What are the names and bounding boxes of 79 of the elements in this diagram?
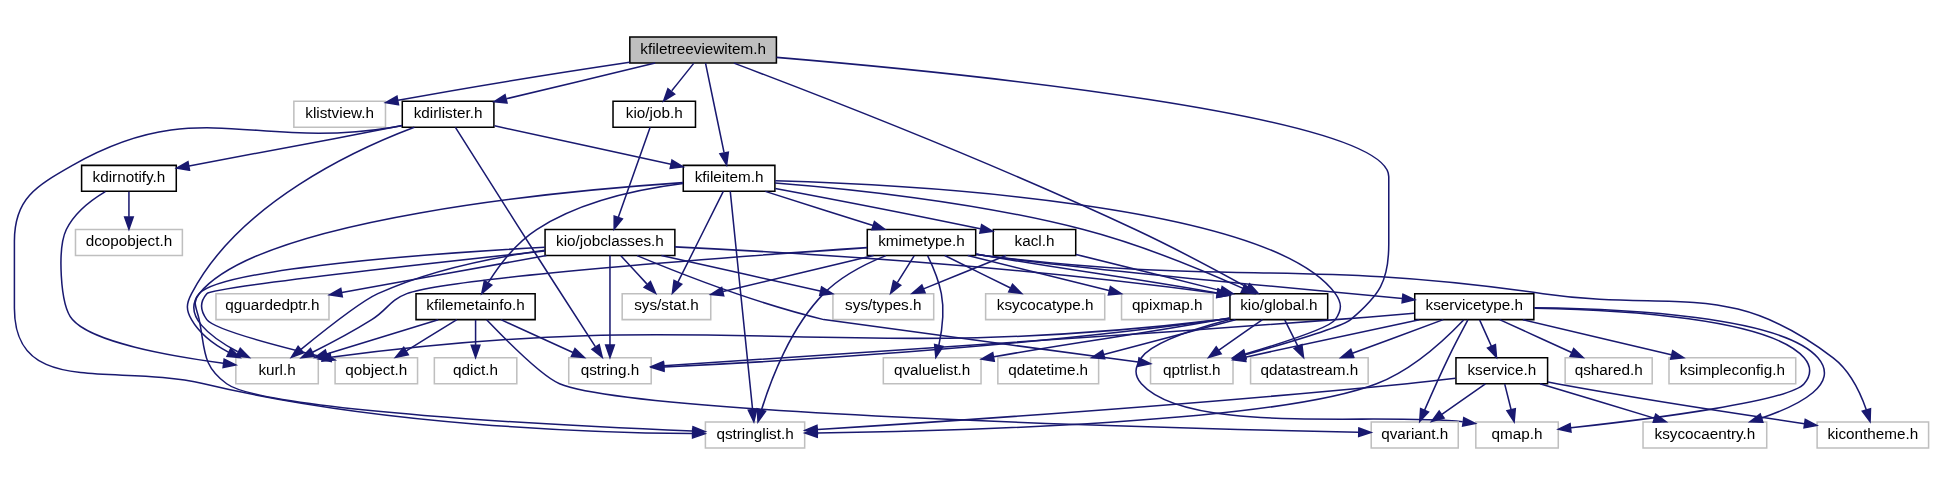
node-box: qstring.h bbox=[567, 357, 652, 385]
arrow bbox=[383, 61, 631, 106]
node-box: sys/stat.h bbox=[621, 292, 712, 321]
arrow bbox=[604, 254, 616, 360]
arrow bbox=[500, 318, 587, 359]
node-box: kicontheme.h bbox=[1816, 421, 1930, 449]
node-box: ksimpleconfig.h bbox=[1668, 357, 1797, 385]
node-box: kmimetype.h bbox=[866, 228, 977, 257]
node-box: qguardedptr.h bbox=[215, 292, 330, 321]
arrow bbox=[327, 254, 548, 298]
node-box: kservicetype.h bbox=[1413, 292, 1535, 321]
arrow bbox=[802, 377, 1457, 435]
node-box: qvariant.h bbox=[1370, 421, 1460, 449]
arrow bbox=[674, 246, 1232, 299]
arrow bbox=[660, 254, 835, 297]
node-box: dcopobject.h bbox=[74, 228, 184, 257]
node-box: ksycocaentry.h bbox=[1642, 421, 1768, 449]
arrow bbox=[774, 187, 995, 234]
node-box: qobject.h bbox=[334, 357, 419, 385]
arrow bbox=[620, 255, 658, 296]
arrow bbox=[944, 254, 1024, 295]
arrow bbox=[975, 253, 1872, 424]
node-box: kservice.h bbox=[1455, 357, 1549, 385]
arrow bbox=[1338, 318, 1445, 359]
arrow bbox=[613, 126, 651, 232]
node-box: kio/job.h bbox=[612, 100, 697, 128]
node-box: kdirlister.h bbox=[401, 100, 495, 128]
arrow bbox=[393, 318, 458, 359]
node-box: kfilemetainfo.h bbox=[415, 292, 536, 321]
arrow bbox=[966, 254, 1124, 296]
arrow bbox=[729, 190, 758, 425]
node-box: qdict.h bbox=[433, 357, 518, 385]
arrow bbox=[60, 190, 239, 369]
arrow bbox=[480, 182, 684, 296]
arrow bbox=[1089, 318, 1237, 360]
arrow bbox=[975, 253, 1232, 299]
node-box: kacl.h bbox=[992, 228, 1077, 257]
arrow bbox=[764, 190, 887, 231]
node-box: qvaluelist.h bbox=[882, 357, 982, 385]
node-box: kfileitem.h bbox=[682, 164, 776, 193]
arrow bbox=[1418, 319, 1469, 424]
arrow bbox=[756, 254, 887, 424]
node-box: qshared.h bbox=[1564, 357, 1653, 385]
arrow bbox=[704, 62, 730, 168]
arrow bbox=[491, 62, 656, 104]
arrow bbox=[123, 190, 135, 232]
arrow bbox=[708, 254, 875, 297]
node-box: qdatastream.h bbox=[1249, 357, 1369, 385]
arrow bbox=[1503, 383, 1517, 424]
arrow bbox=[1498, 318, 1586, 359]
node-box: qstringlist.h bbox=[704, 421, 806, 449]
arrow bbox=[1429, 383, 1487, 423]
node-box: qptrlist.h bbox=[1149, 357, 1234, 385]
arrow bbox=[454, 126, 604, 360]
arrow bbox=[975, 253, 1417, 304]
arrow bbox=[662, 62, 695, 103]
node-box: qpixmap.h bbox=[1120, 292, 1214, 321]
arrow bbox=[1478, 319, 1498, 360]
arrow bbox=[1539, 383, 1669, 424]
arrow bbox=[1547, 381, 1820, 429]
arrow bbox=[671, 190, 725, 296]
arrow bbox=[979, 317, 1231, 363]
node-box: qmap.h bbox=[1475, 421, 1560, 449]
arrow bbox=[1283, 319, 1305, 360]
node-box: kio/global.h bbox=[1229, 292, 1329, 321]
node-box: ksycocatype.h bbox=[984, 292, 1106, 321]
node-box: klistview.h bbox=[293, 100, 387, 128]
arrow bbox=[470, 319, 481, 360]
node-box: kfiletreeviewitem.h bbox=[629, 36, 778, 64]
arrow bbox=[910, 254, 1007, 295]
node-box: qdatetime.h bbox=[997, 357, 1100, 385]
arrow bbox=[1522, 318, 1686, 360]
node-box: kurl.h bbox=[235, 357, 320, 385]
arrow bbox=[889, 255, 915, 296]
arrow bbox=[312, 318, 439, 359]
arrow bbox=[493, 125, 686, 170]
node-box: kio/jobclasses.h bbox=[544, 228, 676, 257]
node-box: kdirnotify.h bbox=[80, 164, 178, 193]
node-box: sys/types.h bbox=[832, 292, 935, 321]
